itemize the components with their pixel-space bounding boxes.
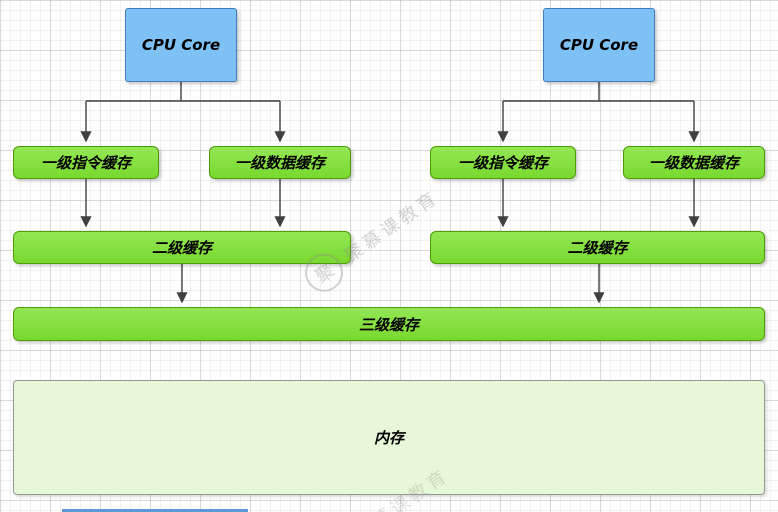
memory-label: 内存 xyxy=(373,429,404,447)
l1-data-cache-left: 一级数据缓存 xyxy=(209,146,351,179)
l1-cache-label: 一级数据缓存 xyxy=(234,154,325,172)
l2-cache-right: 二级缓存 xyxy=(430,231,765,264)
watermark-text: 聚慕课教育 xyxy=(341,186,444,268)
l3-cache: 三级缓存 xyxy=(13,307,765,341)
memory-box: 内存 xyxy=(13,380,765,495)
cpu-core-label: CPU Core xyxy=(141,36,221,54)
l1-data-cache-right: 一级数据缓存 xyxy=(623,146,765,179)
l1-instruction-cache-right: 一级指令缓存 xyxy=(430,146,576,179)
cpu-core-box-left: CPU Core xyxy=(125,8,237,82)
l2-cache-left: 二级缓存 xyxy=(13,231,351,264)
l1-cache-label: 一级指令缓存 xyxy=(40,154,131,172)
l1-cache-label: 一级指令缓存 xyxy=(457,154,548,172)
l1-cache-label: 一级数据缓存 xyxy=(648,154,739,172)
l2-cache-label: 二级缓存 xyxy=(151,239,212,257)
cpu-core-box-right: CPU Core xyxy=(543,8,655,82)
l1-instruction-cache-left: 一级指令缓存 xyxy=(13,146,159,179)
l2-cache-label: 二级缓存 xyxy=(567,239,628,257)
partial-blue-box-edge xyxy=(62,509,248,512)
l3-cache-label: 三级缓存 xyxy=(358,315,419,334)
cpu-core-label: CPU Core xyxy=(559,36,639,54)
